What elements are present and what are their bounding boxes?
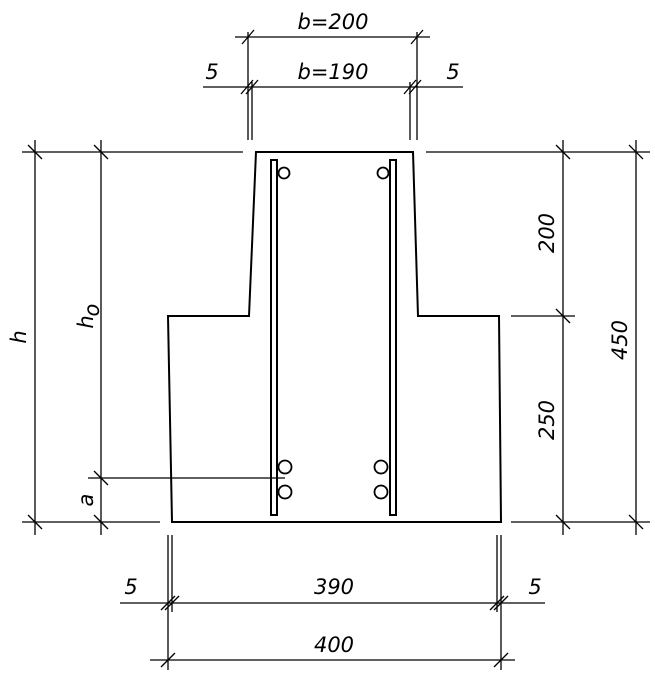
a-label: a (74, 494, 98, 507)
right-stirrup (389, 159, 397, 516)
top-dimension-b190: b=190 5 5 (203, 60, 463, 140)
top-left-offset-label: 5 (205, 60, 218, 84)
bottom-inner-width-label: 390 (314, 575, 354, 599)
right-dimension-450: 450 (608, 140, 644, 535)
h-label: h (7, 330, 31, 343)
left-dimension-h0: h o a (74, 140, 285, 535)
top-right-rebar (376, 166, 390, 180)
b200-label: b=200 (297, 10, 368, 34)
h0-label: h (74, 315, 98, 328)
beam-outline (166, 151, 503, 523)
bottom-outer-width-label: 400 (314, 633, 354, 657)
h0-subscript: o (80, 304, 104, 317)
top-right-offset-label: 5 (446, 60, 459, 84)
left-stirrup (270, 159, 278, 516)
lower-height-label: 250 (535, 400, 559, 440)
bottom-left-rebar-upper (277, 459, 293, 475)
left-dimension-h: h (7, 140, 243, 535)
bottom-dimension-400: 400 (150, 612, 515, 670)
top-dimension-b200: b=200 (235, 10, 430, 140)
total-height-label: 450 (608, 320, 632, 360)
upper-height-label: 200 (535, 213, 559, 253)
bottom-right-rebar-upper (373, 459, 389, 475)
bottom-right-offset-label: 5 (528, 575, 541, 599)
bottom-left-offset-label: 5 (124, 575, 137, 599)
right-dimension-200-250: 200 250 (426, 140, 650, 535)
bottom-right-rebar-lower (373, 484, 389, 500)
top-left-rebar (277, 166, 291, 180)
bottom-left-rebar-lower (277, 484, 293, 500)
bottom-dimension-390: 390 5 5 (120, 535, 545, 612)
b190-label: b=190 (297, 60, 368, 84)
